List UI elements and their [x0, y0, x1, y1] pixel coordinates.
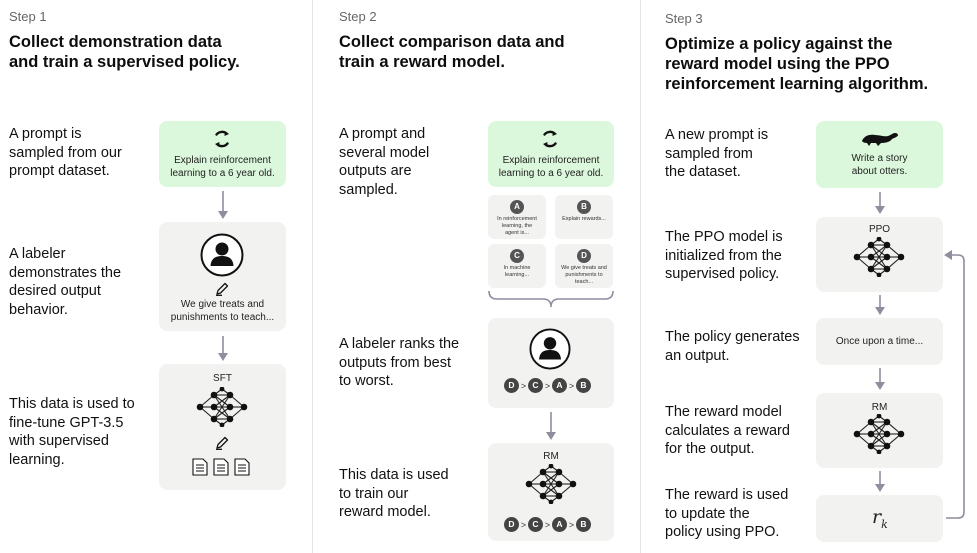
rank-item: A: [552, 378, 567, 393]
otter-icon: [862, 133, 898, 146]
step-3-rm-card: RM: [816, 393, 943, 468]
neural-network-icon: [196, 387, 248, 427]
step-1-row-3-text: This data is used to fine-tune GPT-3.5 w…: [9, 396, 135, 468]
step-3-row-4-text: The reward model calculates a reward for…: [665, 404, 790, 457]
step-3-output-text: Once upon a time...: [835, 336, 924, 347]
step-1-demonstration-text: We give treats and punishments to teach.…: [170, 299, 275, 323]
step-3-rm-title: RM: [871, 402, 888, 413]
output-letter-a: A: [510, 200, 524, 214]
arrow-down-icon: [218, 336, 228, 361]
arrow-down-icon: [546, 412, 556, 440]
output-card-d: D We give treats and punishments to teac…: [555, 244, 613, 288]
pencil-icon: [215, 282, 229, 296]
output-card-b: B Explain rewards...: [555, 195, 613, 239]
step-3-prompt-text: Write a story about otters.: [851, 153, 908, 177]
step-3-row-2-text: The PPO model is initialized from the su…: [665, 229, 783, 282]
step-1-prompt-text: Explain reinforcement learning to a 6 ye…: [170, 155, 275, 179]
step-2-title: Collect comparison data and train a rewa…: [339, 33, 565, 71]
rank-item: B: [576, 517, 591, 532]
pencil-icon: [215, 436, 229, 450]
step-3-ppo-card: PPO: [816, 217, 943, 292]
step-3-ppo-title: PPO: [868, 224, 891, 235]
step-2-row-2-text: A labeler ranks the outputs from best to…: [339, 336, 460, 389]
step-2-row-1-text: A prompt and several model outputs are s…: [339, 126, 430, 198]
output-letter-d: D: [577, 249, 591, 263]
neural-network-icon: [525, 464, 577, 504]
step-1-sft-title: SFT: [213, 373, 232, 384]
neural-network-icon: [853, 237, 905, 277]
output-letter-c: C: [510, 249, 524, 263]
step-2-rm-card: RM D > C > A > B: [488, 443, 614, 541]
rank-item: C: [528, 517, 543, 532]
ranking-row: D > C > A > B: [504, 378, 591, 393]
ranking-row: D > C > A > B: [504, 517, 591, 532]
person-icon: [529, 328, 571, 370]
step-2-label: Step 2: [339, 9, 377, 24]
output-text-a: In reinforcement learning, the agent is.…: [497, 216, 537, 236]
step-1-row-2-text: A labeler demonstrates the desired outpu…: [9, 246, 122, 318]
step-3-label: Step 3: [665, 11, 703, 26]
step-2-row-3-text: This data is used to train our reward mo…: [339, 467, 449, 520]
step-2-rm-title: RM: [543, 451, 559, 462]
feedback-loop-arrow: [944, 250, 965, 519]
step-3-prompt-card: Write a story about otters.: [816, 121, 943, 188]
reward-symbol-k: k: [881, 517, 888, 531]
cycle-icon: [213, 129, 231, 149]
arrow-down-icon: [218, 191, 228, 219]
step-3-row-1-text: A new prompt is sampled from the dataset…: [665, 127, 769, 180]
step-1-label: Step 1: [9, 9, 47, 24]
arrow-down-icon: [875, 368, 885, 390]
step-3-reward-card: rk: [816, 495, 943, 542]
document-icon: [234, 458, 250, 476]
step-3-row-3-text: The policy generates an output.: [665, 329, 800, 364]
output-card-c: C In machine learning...: [488, 244, 546, 288]
step-1-row-1-text: A prompt is sampled from our prompt data…: [9, 126, 122, 179]
output-text-b: Explain rewards...: [562, 216, 606, 222]
arrow-down-icon: [875, 471, 885, 492]
output-card-a: A In reinforcement learning, the agent i…: [488, 195, 546, 239]
output-text-d: We give treats and punishments to teach.…: [561, 265, 607, 285]
cycle-icon: [541, 129, 559, 149]
step-3-output-card: Once upon a time...: [816, 318, 943, 365]
reward-symbol: rk: [872, 506, 888, 531]
output-text-c: In machine learning...: [503, 265, 531, 278]
neural-network-icon: [853, 414, 905, 454]
arrow-down-icon: [875, 295, 885, 315]
output-letter-b: B: [577, 200, 591, 214]
arrow-down-icon: [875, 192, 885, 214]
document-icon: [213, 458, 229, 476]
rank-item: A: [552, 517, 567, 532]
rank-item: D: [504, 517, 519, 532]
step-3-title: Optimize a policy against the reward mod…: [665, 35, 929, 93]
step-2-prompt-text: Explain reinforcement learning to a 6 ye…: [498, 155, 604, 179]
reward-symbol-r: r: [872, 506, 882, 528]
step-1-title: Collect demonstration data and train a s…: [9, 33, 240, 71]
column-divider: [640, 0, 641, 553]
column-divider: [312, 0, 313, 553]
document-icon: [192, 458, 208, 476]
rank-item: C: [528, 378, 543, 393]
person-icon: [200, 233, 244, 277]
step-3-row-5-text: The reward is used to update the policy …: [665, 487, 789, 540]
rank-item: D: [504, 378, 519, 393]
rank-item: B: [576, 378, 591, 393]
curly-brace-icon: [488, 290, 614, 308]
